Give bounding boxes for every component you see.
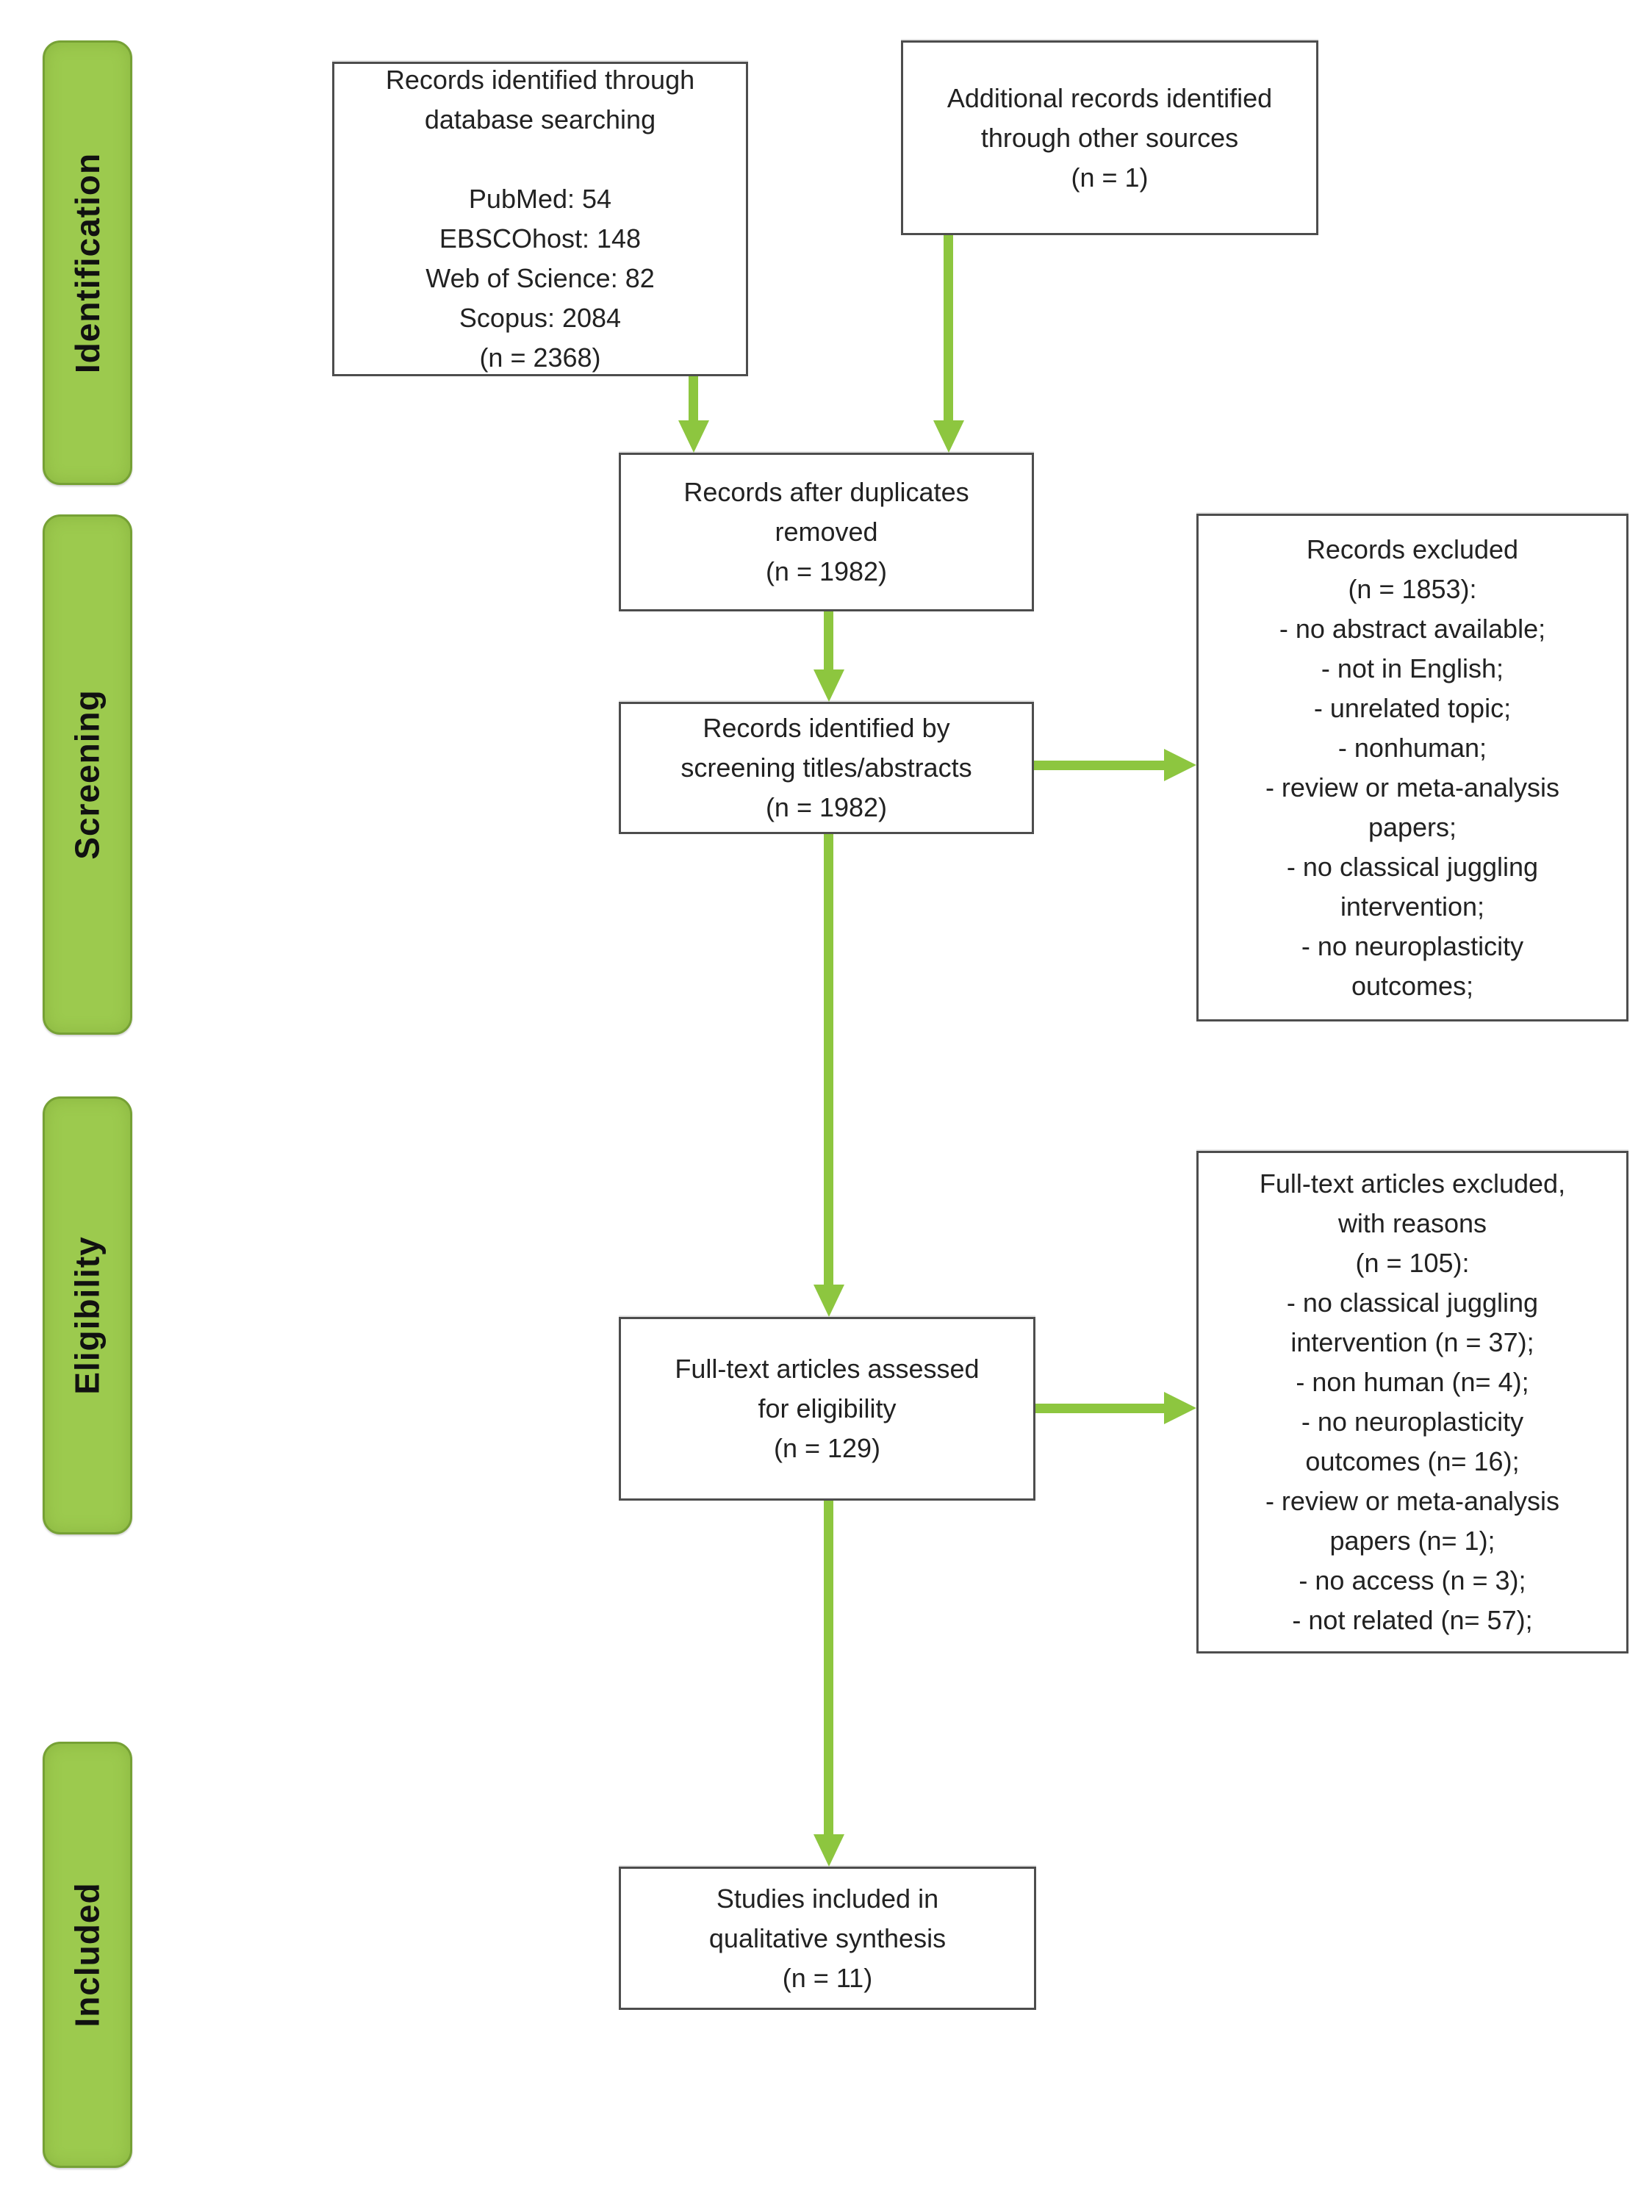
box-records-excluded: Records excluded (n = 1853): - no abstra… (1196, 514, 1628, 1021)
stage-bar-included: Included (43, 1742, 132, 2168)
stage-bar-identification: Identification (43, 40, 132, 485)
box-duplicates-removed-text: Records after duplicates removed (n = 19… (683, 477, 969, 586)
box-studies-included: Studies included in qualitative synthesi… (619, 1867, 1036, 2010)
box-additional-records-text: Additional records identified through ot… (947, 82, 1273, 193)
box-records-excluded-text: Records excluded (n = 1853): - no abstra… (1265, 534, 1560, 1001)
box-titles-abstracts-screened: Records identified by screening titles/a… (619, 702, 1034, 834)
arrow-fulltext-to-included-head (814, 1834, 844, 1867)
arrow-duplicates-to-screening-shaft (824, 611, 833, 671)
stage-label-identification: Identification (68, 152, 107, 373)
arrow-screening-to-fulltext-head (814, 1285, 844, 1317)
box-duplicates-removed: Records after duplicates removed (n = 19… (619, 453, 1034, 611)
arrow-screening-to-excluded-head (1164, 749, 1196, 781)
arrow-fulltext-to-included-shaft (824, 1501, 833, 1834)
box-fulltext-assessed: Full-text articles assessed for eligibil… (619, 1317, 1035, 1501)
arrow-screening-to-fulltext-shaft (824, 834, 833, 1285)
arrow-database-to-duplicates-head (678, 420, 709, 453)
box-records-database: Records identified through database sear… (332, 62, 748, 376)
arrow-additional-to-duplicates-head (933, 420, 964, 453)
arrow-duplicates-to-screening-head (814, 669, 844, 702)
box-fulltext-assessed-text: Full-text articles assessed for eligibil… (675, 1354, 980, 1463)
box-records-database-text: Records identified through database sear… (385, 65, 695, 373)
box-fulltext-excluded: Full-text articles excluded, with reason… (1196, 1151, 1628, 1653)
box-fulltext-excluded-text: Full-text articles excluded, with reason… (1259, 1168, 1566, 1635)
arrow-fulltext-to-excluded-shaft (1035, 1404, 1166, 1413)
stage-label-eligibility: Eligibility (68, 1236, 107, 1395)
arrow-database-to-duplicates-shaft (689, 376, 698, 422)
arrow-fulltext-to-excluded-head (1164, 1392, 1196, 1424)
arrow-additional-to-duplicates-shaft (944, 235, 953, 422)
stage-bar-eligibility: Eligibility (43, 1096, 132, 1534)
box-additional-records: Additional records identified through ot… (901, 40, 1318, 235)
stage-label-included: Included (68, 1882, 107, 2028)
box-studies-included-text: Studies included in qualitative synthesi… (708, 1883, 947, 1993)
arrow-screening-to-excluded-shaft (1034, 761, 1166, 770)
stage-label-screening: Screening (68, 689, 107, 860)
box-titles-abstracts-screened-text: Records identified by screening titles/a… (680, 713, 972, 822)
stage-bar-screening: Screening (43, 514, 132, 1035)
